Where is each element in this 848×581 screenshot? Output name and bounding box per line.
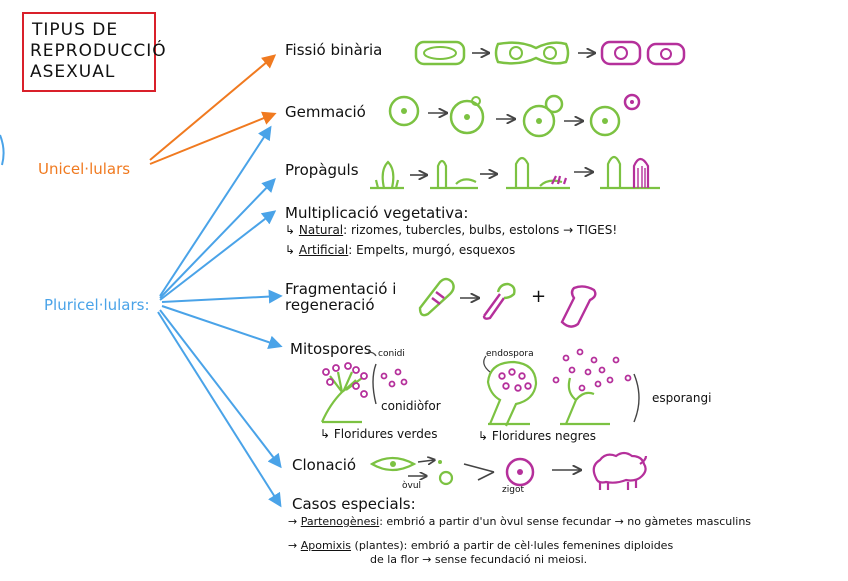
natural-line: ↳ Natural: rizomes, tubercles, bulbs, es… bbox=[285, 223, 618, 237]
zigot-label: zigot bbox=[502, 485, 524, 495]
artificial-line: ↳ Artificial: Empelts, murgó, esquexos bbox=[285, 243, 516, 257]
multiplicacio-heading: Multiplicació vegetativa: bbox=[285, 204, 469, 222]
esporangi-label: esporangi bbox=[652, 391, 712, 405]
apomixis-line-2: de la flor → sense fecundació ni meiosi. bbox=[370, 553, 588, 566]
gemmacio-heading: Gemmació bbox=[285, 103, 366, 121]
conidiofor-label: conidiòfor bbox=[381, 399, 441, 413]
ovul-label: òvul bbox=[402, 481, 422, 491]
arrow-fissio bbox=[149, 54, 277, 161]
apomixis-text: (plantes): embrió a partir de cèl·lules … bbox=[351, 539, 674, 552]
partenogenesi-text: : embrió a partir d'un òvul sense fecund… bbox=[379, 515, 752, 528]
clonacio-heading: Clonació bbox=[292, 456, 357, 474]
artificial-label: Artificial bbox=[298, 243, 349, 257]
arrow-propaguls bbox=[159, 177, 276, 299]
gemmacio-illustration bbox=[388, 93, 641, 138]
fissio-illustration bbox=[414, 40, 686, 66]
propaguls-heading: Propàguls bbox=[285, 161, 359, 179]
natural-text: : rizomes, tubercles, bulbs, estolons → … bbox=[343, 223, 618, 237]
arrow-mitospores bbox=[161, 305, 283, 350]
arrow-casos bbox=[157, 311, 282, 508]
partenogenesi-line: → Partenogènesi: embrió a partir d'un òv… bbox=[288, 515, 752, 528]
pluricellular-arrows bbox=[157, 125, 283, 508]
title-line-3: ASEXUAL bbox=[30, 62, 116, 82]
fragmentacio-heading-2: regeneració bbox=[285, 296, 375, 314]
clonacio-illustration bbox=[369, 451, 648, 490]
fragmentacio-illustration bbox=[418, 277, 597, 328]
title-line-2: REPRODUCCIÓ bbox=[30, 41, 167, 61]
mitospores-heading: Mitospores bbox=[290, 340, 372, 358]
arrow-multiplicacio bbox=[159, 210, 277, 301]
endospora-label: endospora bbox=[486, 349, 534, 359]
pluricellular-label: Pluricel·lulars: bbox=[44, 296, 150, 314]
natural-label: Natural bbox=[298, 223, 344, 237]
conidi-label: conidi bbox=[378, 349, 405, 359]
title-frame bbox=[22, 12, 156, 92]
edge-mark bbox=[0, 134, 5, 166]
fragmentacio-heading-1: Fragmentació i bbox=[285, 280, 397, 298]
unicellular-label: Unicel·lulars bbox=[38, 160, 131, 178]
artificial-text: : Empelts, murgó, esquexos bbox=[348, 243, 516, 257]
fissio-binaria-heading: Fissió binària bbox=[285, 41, 383, 59]
title-line-1: TIPUS DE bbox=[32, 20, 119, 40]
unicellular-arrows bbox=[149, 54, 277, 165]
arrow-gemmacio bbox=[149, 111, 277, 165]
conidiofor-illustration bbox=[320, 351, 408, 424]
plus-sign: + bbox=[531, 286, 547, 307]
floridures-verdes-label: ↳ Floridures verdes bbox=[320, 427, 438, 441]
arrow-fragmentacio bbox=[161, 289, 283, 304]
partenogenesi-label: Partenogènesi bbox=[300, 515, 380, 528]
arrow-clonacio bbox=[159, 309, 282, 469]
apomixis-line: → Apomixis (plantes): embrió a partir de… bbox=[288, 539, 674, 552]
esporangi-illustration bbox=[483, 348, 640, 427]
propaguls-illustration bbox=[370, 155, 660, 190]
apomixis-label: Apomixis bbox=[300, 539, 352, 552]
floridures-negres-label: ↳ Floridures negres bbox=[478, 429, 596, 443]
casos-especials-heading: Casos especials: bbox=[292, 495, 416, 513]
arrow-gemmacio-b bbox=[159, 125, 272, 297]
